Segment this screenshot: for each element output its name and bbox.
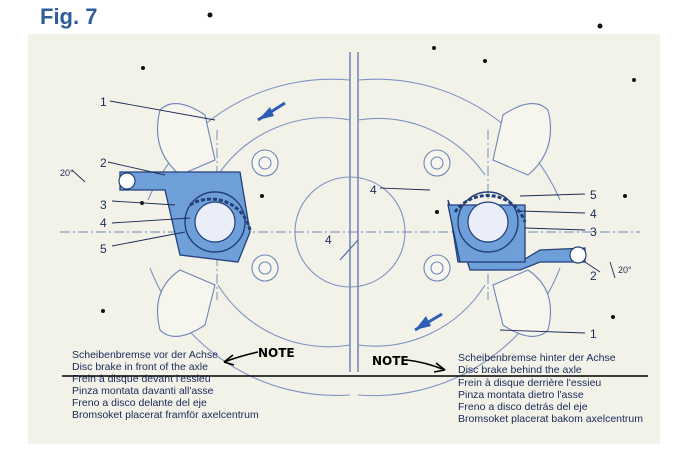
center-label-4a: 4 [370,183,377,197]
left-note: NOTE [258,346,295,360]
right-caption-line: Frein à disque derrière l'essieu [458,377,602,389]
right-caliper [447,191,587,271]
frame-lines [339,52,359,372]
right-caption-line: Scheibenbremse hinter der Achse [458,352,616,364]
brake-disc [147,78,561,397]
right-caption-line: Bromsoket placerat bakom axelcentrum [458,413,643,425]
right-leaders [379,187,616,334]
left-caption-line: Pinza montata davanti all'asse [72,385,214,397]
right-caption-line: Pinza montata dietro l'asse [458,389,584,401]
left-label-5: 5 [100,242,107,256]
rotation-arrows [257,101,443,332]
left-label-4: 4 [100,216,107,230]
right-hub [423,103,552,337]
left-label-1: 1 [100,95,107,109]
right-caption-line: Freno a disco detrás del eje [458,401,588,413]
right-note: NOTE [372,354,409,368]
figure-title: Fig. 7 [40,4,98,29]
left-label-3: 3 [100,198,107,212]
left-caliper [118,171,252,263]
right-angle-label: 20° [618,265,632,275]
right-label-5: 5 [590,188,597,202]
note-arrows [62,351,648,377]
left-caption-line: Frein à disque devant l'essieu [72,373,211,385]
part-labels: 1 2 3 4 5 20° 4 4 5 4 3 2 1 20° [60,95,632,341]
left-caption-line: Disc brake in front of the axle [72,361,208,373]
left-caption-line: Bromsoket placerat framför axelcentrum [72,409,259,421]
left-hub [156,103,279,337]
left-leaders [71,100,216,247]
left-angle-label: 20° [60,168,74,178]
left-label-2: 2 [100,156,107,170]
right-caption-line: Disc brake behind the axle [458,364,582,376]
right-label-3: 3 [590,225,597,239]
paper-specks [101,12,636,319]
right-label-1: 1 [590,327,597,341]
left-caption-line: Freno a disco delante del eje [72,397,207,409]
left-caption-line: Scheibenbremse vor der Achse [72,349,218,361]
right-label-4: 4 [590,207,597,221]
right-label-2: 2 [590,269,597,283]
center-label-4b: 4 [325,233,332,247]
